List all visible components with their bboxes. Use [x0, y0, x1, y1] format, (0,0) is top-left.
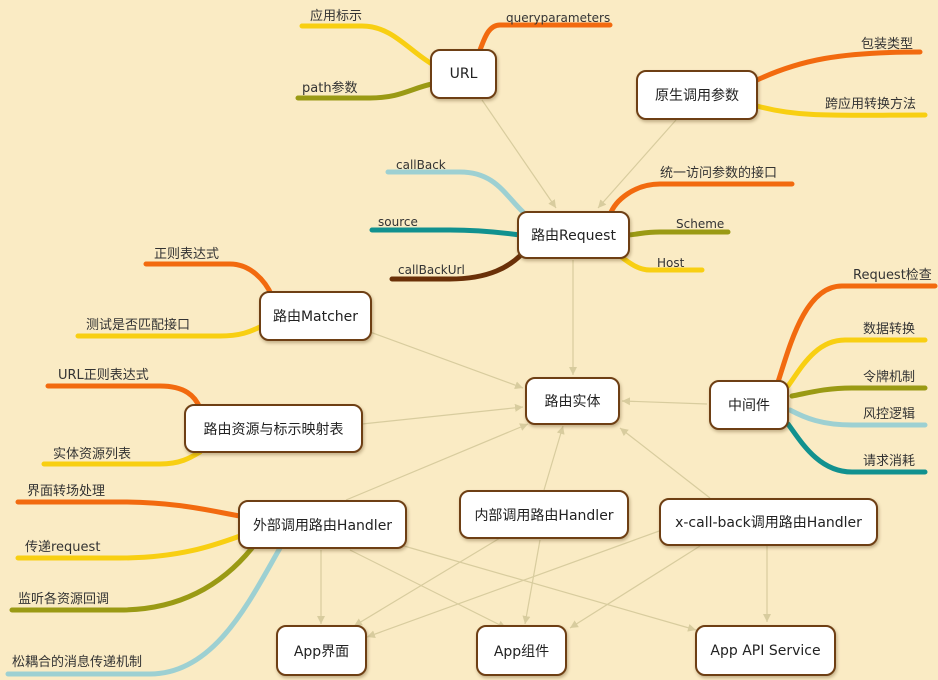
node-xcallback-handler[interactable]: x-call-back调用路由Handler	[659, 498, 878, 546]
branch-handler-pass-request	[15, 533, 243, 561]
branch-native-wrapper-type	[754, 49, 923, 83]
node-resource-map[interactable]: 路由资源与标示映射表	[184, 404, 363, 453]
branch-middleware-request-check	[775, 283, 938, 385]
arrow-url-to-request	[481, 99, 557, 209]
leaf-url-path-params: path参数	[302, 81, 358, 96]
arrow-external-to-app-component	[349, 549, 507, 629]
branch-url-path-params	[295, 81, 435, 101]
leaf-handler-transition: 界面转场处理	[27, 484, 106, 499]
arrow-xcallback-to-app-component	[569, 545, 701, 629]
branch-request-callbackurl	[389, 251, 525, 282]
leaf-middleware-request-check: Request检查	[853, 268, 932, 283]
node-middleware[interactable]: 中间件	[709, 380, 789, 430]
arrow-middleware-to-entity	[621, 397, 708, 406]
leaf-request-source: source	[378, 215, 418, 229]
leaf-request-unified-interface: 统一访问参数的接口	[660, 166, 778, 181]
leaf-url-queryparameters: queryparameters	[506, 11, 611, 25]
branch-request-scheme	[625, 229, 731, 238]
branch-middleware-cost	[785, 421, 928, 475]
node-internal-handler[interactable]: 内部调用路由Handler	[459, 490, 629, 539]
leaf-handler-loose-coupling: 松耦合的消息传递机制	[12, 655, 143, 670]
branch-matcher-test	[75, 323, 265, 339]
node-external-handler[interactable]: 外部调用路由Handler	[238, 500, 407, 549]
branch-handler-transition	[15, 499, 243, 519]
branch-resource-url-regex	[45, 383, 203, 411]
branch-url-app-id	[299, 23, 435, 67]
arrow-resource-to-entity	[361, 403, 524, 425]
leaf-matcher-test: 测试是否匹配接口	[86, 318, 191, 333]
branch-request-callback	[385, 169, 526, 215]
arrow-native-to-request	[597, 119, 677, 209]
node-route-request[interactable]: 路由Request	[517, 211, 630, 259]
node-url[interactable]: URL	[430, 49, 497, 99]
arrow-matcher-to-entity	[369, 331, 524, 390]
node-route-matcher[interactable]: 路由Matcher	[259, 291, 372, 341]
leaf-resource-entity-list: 实体资源列表	[53, 447, 132, 462]
arrow-internal-to-app-component	[522, 539, 541, 625]
leaf-native-cross-app: 跨应用转换方法	[825, 97, 917, 112]
node-app-api-service[interactable]: App API Service	[695, 625, 836, 676]
leaf-resource-url-regex: URL正则表达式	[58, 368, 149, 383]
leaf-request-callback: callBack	[396, 158, 446, 172]
arrow-external-to-app-api	[403, 545, 697, 632]
leaf-handler-pass-request: 传递request	[25, 540, 101, 555]
leaf-middleware-data-convert: 数据转换	[863, 322, 916, 337]
node-route-entity[interactable]: 路由实体	[525, 377, 620, 425]
branch-native-cross-app	[754, 103, 928, 118]
leaf-request-callbackurl: callBackUrl	[398, 263, 465, 277]
arrow-internal-to-app-ui	[353, 537, 501, 627]
branch-middleware-token	[789, 385, 928, 399]
leaf-middleware-token: 令牌机制	[863, 370, 916, 385]
branch-url-queryparameters	[477, 22, 613, 53]
branch-request-unified-interface	[607, 181, 795, 218]
arrow-xcallback-to-app-ui	[366, 529, 663, 639]
branch-request-source	[369, 227, 523, 238]
branch-handler-listen-callbacks	[9, 545, 255, 613]
node-native-params[interactable]: 原生调用参数	[636, 70, 758, 120]
leaf-handler-listen-callbacks: 监听各资源回调	[18, 592, 110, 607]
leaf-matcher-regex: 正则表达式	[154, 247, 220, 262]
branch-handler-loose-coupling	[5, 545, 283, 677]
arrow-xcallback-to-entity	[619, 427, 711, 499]
branch-middleware-data-convert	[785, 337, 928, 389]
leaf-middleware-cost: 请求消耗	[863, 454, 916, 469]
arrow-external-to-entity	[345, 423, 529, 501]
arrow-internal-to-entity	[543, 425, 565, 491]
branch-middleware-risk	[787, 407, 928, 428]
branch-resource-entity-list	[41, 449, 203, 467]
leaf-request-host: Host	[657, 256, 685, 270]
leaf-middleware-risk: 风控逻辑	[863, 407, 916, 422]
leaf-native-wrapper-type: 包装类型	[861, 37, 914, 52]
leaf-url-app-id: 应用标示	[310, 9, 363, 24]
leaf-request-scheme: Scheme	[676, 217, 725, 231]
branch-matcher-regex	[143, 261, 275, 299]
node-app-ui[interactable]: App界面	[276, 625, 367, 676]
node-app-component[interactable]: App组件	[476, 625, 567, 676]
